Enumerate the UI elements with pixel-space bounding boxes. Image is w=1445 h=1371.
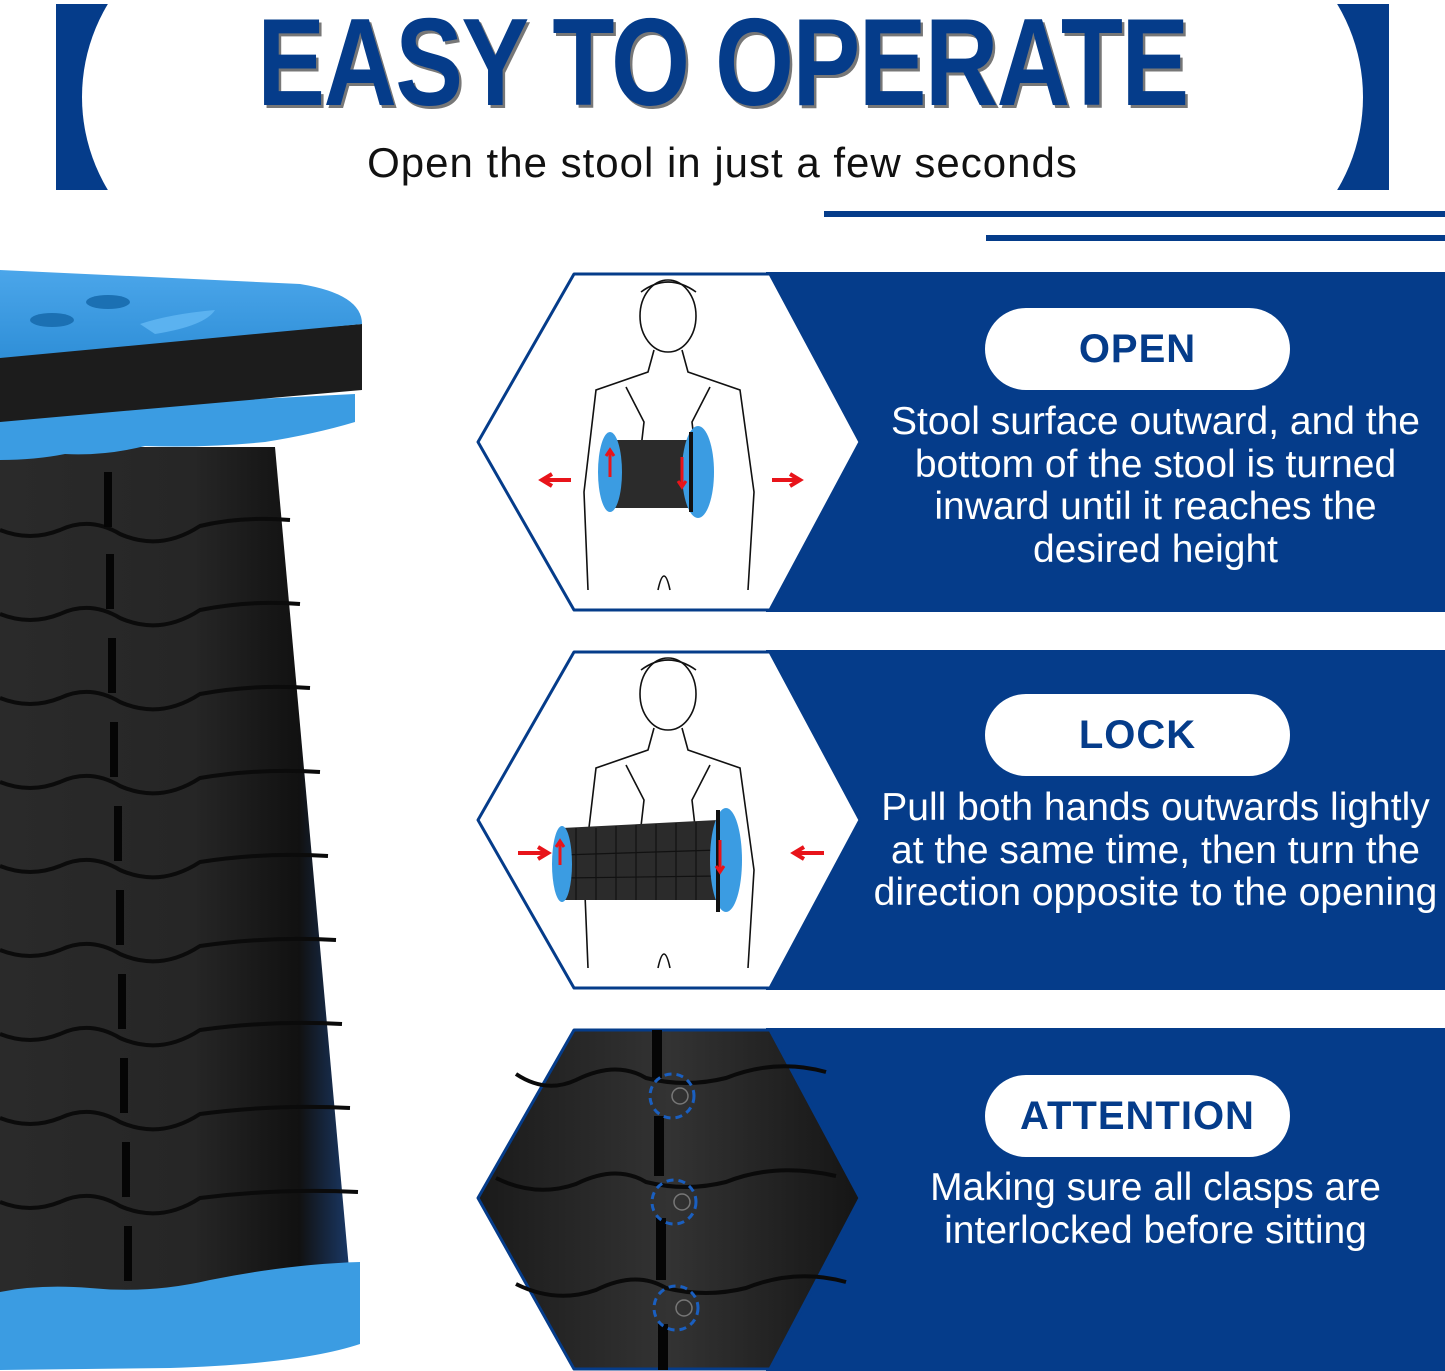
step-label-open: OPEN [985,308,1290,390]
page-title: EASY TO OPERATE [257,0,1189,132]
step-description-attention: Making sure all clasps are interlocked b… [930,1166,1381,1252]
left-bracket-decoration [56,4,156,190]
step-label-lock: LOCK [985,694,1290,776]
header-banner: EASY TO OPERATE Open the stool in just a… [0,0,1445,200]
decor-stripe-1 [824,211,1445,217]
attention-illustration [476,1028,862,1371]
page-subtitle: Open the stool in just a few seconds [367,139,1078,186]
decor-stripe-2 [986,235,1445,241]
step-label-attention: ATTENTION [985,1075,1290,1157]
lock-illustration [476,650,862,990]
stool-illustration [0,270,362,1370]
step-panel-attention: ATTENTION Making sure all clasps are int… [476,1028,1445,1371]
step-panel-lock: LOCK Pull both hands outwards lightly at… [476,650,1445,990]
product-stool-image [0,262,380,1371]
right-bracket-decoration [1289,4,1389,190]
step-description-lock: Pull both hands outwards lightly at the … [873,786,1438,914]
step-description-open: Stool surface outward, and the bottom of… [891,400,1420,571]
step-panel-open: OPEN Stool surface outward, and the bott… [476,272,1445,612]
open-illustration [476,272,862,612]
